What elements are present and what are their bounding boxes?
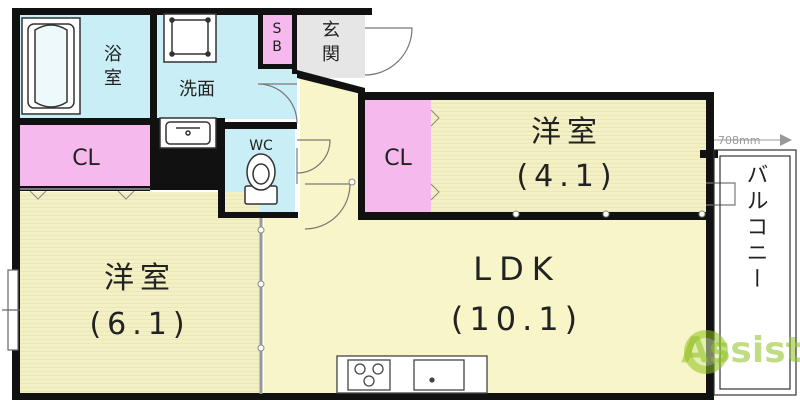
dimension-text: 708mm [718,134,760,147]
cl-right-floor [365,100,431,212]
ldk-name: LDK [473,250,560,288]
western-large-name: 洋室 [104,261,176,296]
balcony-label: バルコニー [743,163,768,293]
cl-right-label: CL [384,146,412,171]
sb-label-top: S [273,21,282,37]
washing-machine [163,13,217,63]
western-large-floor [20,192,260,394]
cl-left-floor [20,125,152,187]
watermark-text: Assist [681,330,800,371]
cl-left-label: CL [72,146,100,171]
closet-door-marks [29,109,706,352]
bath-label-top: 浴 [104,44,122,65]
entrance-label-top: 玄 [322,20,340,41]
sb-floor [262,14,292,66]
dimension-arrow [714,134,792,146]
wc-label: WC [249,138,273,154]
assist-logo [684,330,728,374]
bathtub [21,17,81,115]
ldk-size: (10.1) [451,300,583,338]
cooktop [336,355,488,394]
toilet [244,153,278,205]
western-small-size: (4.1) [516,159,617,194]
balcony-outline [713,149,797,396]
left-window [2,269,20,351]
western-small-name: 洋室 [531,115,603,150]
washbasin [159,117,217,149]
bath-label-bottom: 室 [104,68,122,89]
western-large-size: (6.1) [89,307,190,342]
entrance-label-bottom: 関 [322,44,340,65]
washroom-label: 洗面 [179,79,215,100]
entrance-floor [297,14,365,78]
western-small-floor [430,100,708,212]
hallway-floor [297,72,360,218]
sb-label-bottom: B [272,39,282,55]
